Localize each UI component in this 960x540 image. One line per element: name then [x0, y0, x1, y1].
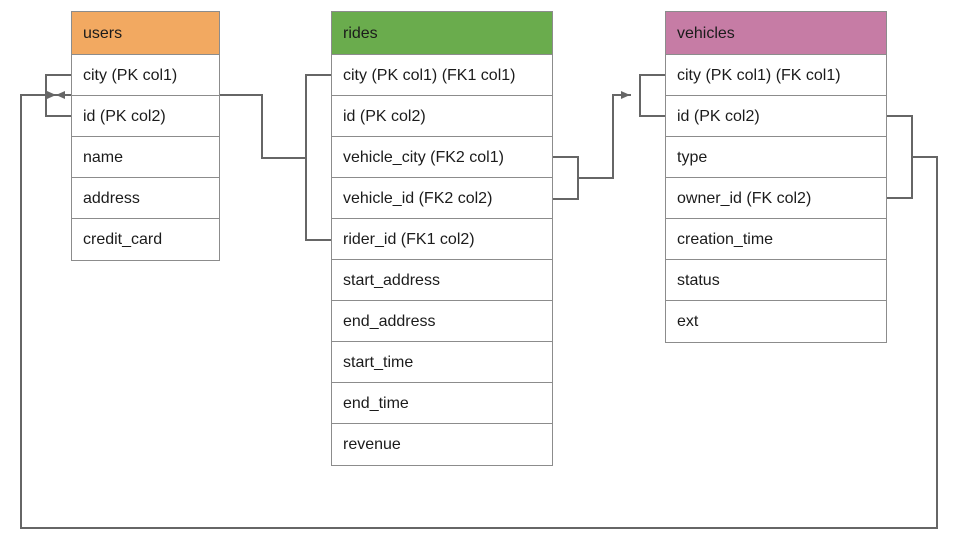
entity-header-vehicles: vehicles — [666, 12, 886, 55]
entity-field[interactable]: revenue — [332, 424, 552, 465]
vehicles-fk-source-bracket — [886, 115, 913, 199]
entity-field[interactable]: id (PK col2) — [72, 96, 219, 137]
entity-field[interactable]: vehicle_city (FK2 col1) — [332, 137, 552, 178]
edge-rides-fk2-to-vehicles — [577, 91, 631, 179]
entity-field[interactable]: id (PK col2) — [332, 96, 552, 137]
rides-fk2-source-bracket — [552, 156, 579, 200]
entity-field[interactable]: city (PK col1) (FK col1) — [666, 55, 886, 96]
entity-field[interactable]: city (PK col1) — [72, 55, 219, 96]
entity-field[interactable]: rider_id (FK1 col2) — [332, 219, 552, 260]
entity-field[interactable]: start_address — [332, 260, 552, 301]
entity-field[interactable]: credit_card — [72, 219, 219, 260]
entity-field[interactable]: vehicle_id (FK2 col2) — [332, 178, 552, 219]
entity-field[interactable]: id (PK col2) — [666, 96, 886, 137]
vehicles-target-bracket — [639, 74, 666, 117]
entity-field[interactable]: address — [72, 178, 219, 219]
entity-field[interactable]: end_address — [332, 301, 552, 342]
rides-fk1-source-bracket — [305, 74, 332, 241]
users-target-bracket — [45, 74, 72, 117]
entity-field[interactable]: owner_id (FK col2) — [666, 178, 886, 219]
entity-field[interactable]: start_time — [332, 342, 552, 383]
entity-field[interactable]: status — [666, 260, 886, 301]
entity-header-rides: rides — [332, 12, 552, 55]
entity-field[interactable]: end_time — [332, 383, 552, 424]
entity-field[interactable]: name — [72, 137, 219, 178]
entity-field[interactable]: creation_time — [666, 219, 886, 260]
entity-field[interactable]: city (PK col1) (FK1 col1) — [332, 55, 552, 96]
entity-field[interactable]: ext — [666, 301, 886, 342]
entity-field[interactable]: type — [666, 137, 886, 178]
entity-header-users: users — [72, 12, 219, 55]
